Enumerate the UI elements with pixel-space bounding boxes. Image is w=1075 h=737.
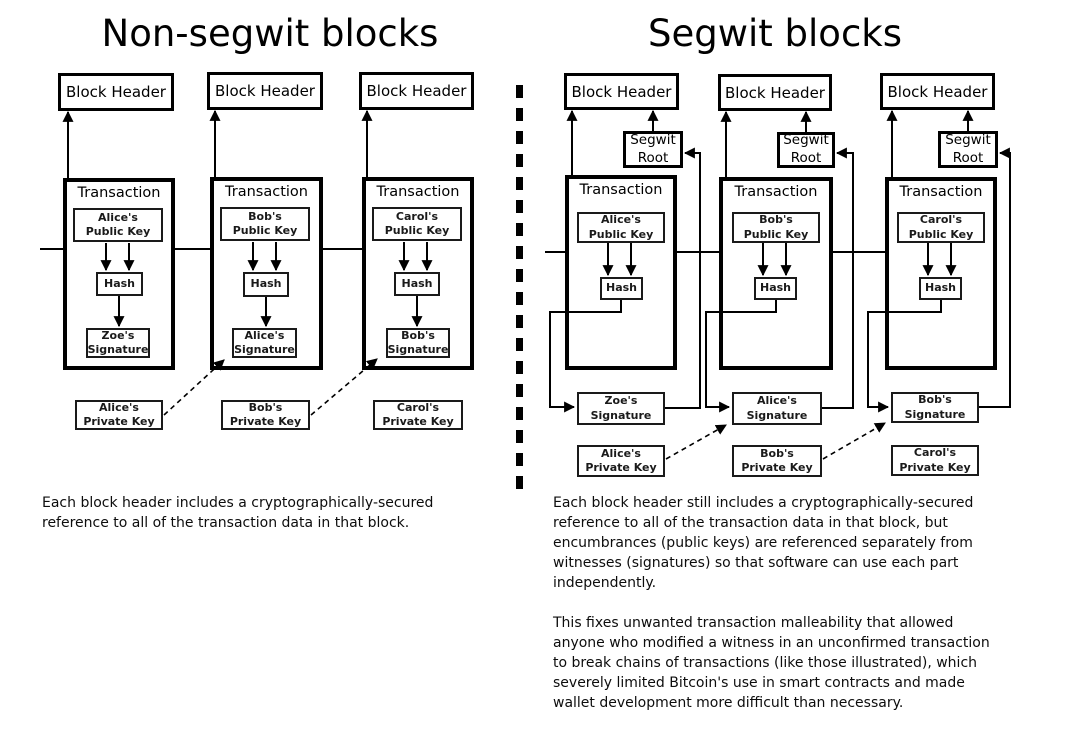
right-panel-description-1: Each block header still includes a crypt… bbox=[553, 495, 974, 591]
signature-box: Alice's Signature bbox=[732, 392, 822, 425]
private-key-box: Alice's Private Key bbox=[577, 445, 665, 477]
transaction-box: Transaction bbox=[885, 177, 997, 370]
segwit-root-box: Segwit Root bbox=[777, 132, 835, 168]
private-key-box: Alice's Private Key bbox=[75, 400, 163, 430]
public-key-box: Bob's Public Key bbox=[220, 207, 310, 241]
block-header-box: Block Header bbox=[359, 72, 474, 110]
public-key-box: Carol's Public Key bbox=[897, 212, 985, 243]
private-key-box: Bob's Private Key bbox=[732, 445, 822, 477]
block-header-box: Block Header bbox=[718, 74, 832, 111]
public-key-box: Carol's Public Key bbox=[372, 207, 462, 241]
hash-box: Hash bbox=[243, 272, 289, 297]
block-header-box: Block Header bbox=[58, 73, 174, 111]
left-panel-description: Each block header includes a cryptograph… bbox=[42, 495, 434, 531]
transaction-box: Transaction bbox=[362, 177, 474, 370]
signature-box: Bob's Signature bbox=[386, 328, 450, 358]
segwit-root-box: Segwit Root bbox=[938, 131, 998, 168]
signature-box: Alice's Signature bbox=[232, 328, 297, 358]
right-panel-description-2: This fixes unwanted transaction malleabi… bbox=[553, 615, 990, 711]
public-key-box: Bob's Public Key bbox=[732, 212, 820, 243]
left-panel-title: Non-segwit blocks bbox=[101, 12, 439, 55]
transaction-box: Transaction bbox=[63, 178, 175, 370]
block-header-box: Block Header bbox=[207, 72, 323, 110]
right-panel-title: Segwit blocks bbox=[648, 12, 902, 55]
private-key-box: Carol's Private Key bbox=[373, 400, 463, 430]
public-key-box: Alice's Public Key bbox=[577, 212, 665, 243]
signature-box: Zoe's Signature bbox=[86, 328, 150, 358]
hash-box: Hash bbox=[394, 272, 440, 296]
transaction-box: Transaction bbox=[719, 177, 833, 370]
hash-box: Hash bbox=[600, 277, 643, 300]
transaction-box: Transaction bbox=[565, 175, 677, 370]
block-header-box: Block Header bbox=[564, 73, 679, 110]
private-key-box: Bob's Private Key bbox=[221, 400, 310, 430]
hash-box: Hash bbox=[754, 277, 797, 300]
right-connectors bbox=[545, 109, 1011, 460]
hash-box: Hash bbox=[919, 277, 962, 300]
signature-box: Bob's Signature bbox=[891, 392, 979, 423]
signature-box: Zoe's Signature bbox=[577, 392, 665, 425]
panel-divider bbox=[516, 85, 523, 499]
transaction-box: Transaction bbox=[210, 177, 323, 370]
segwit-root-box: Segwit Root bbox=[623, 131, 683, 168]
hash-box: Hash bbox=[96, 272, 143, 296]
public-key-box: Alice's Public Key bbox=[73, 208, 163, 242]
block-header-box: Block Header bbox=[880, 73, 995, 110]
private-key-box: Carol's Private Key bbox=[891, 445, 979, 476]
